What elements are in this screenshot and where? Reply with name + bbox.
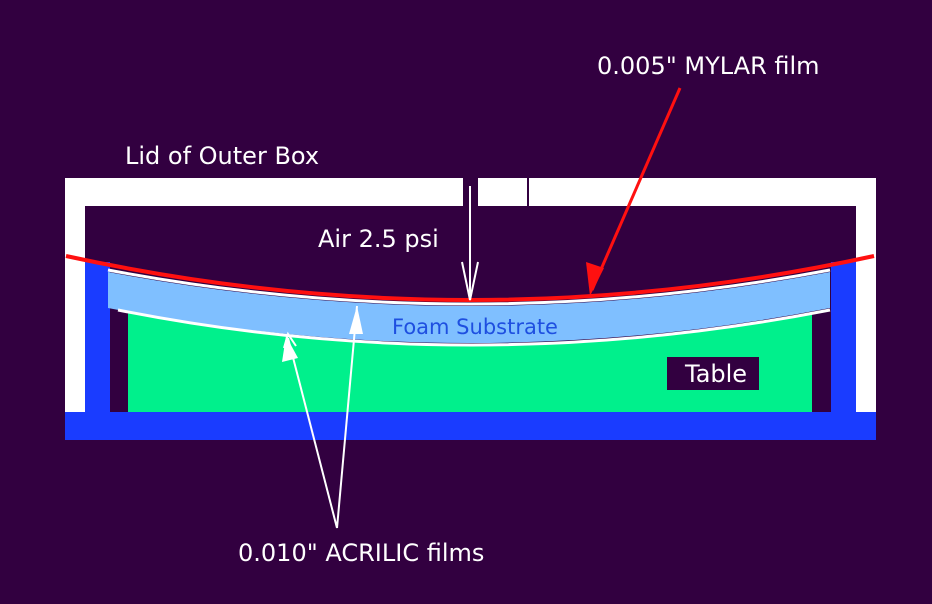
base-plate bbox=[65, 412, 876, 440]
outer-box-lid bbox=[65, 178, 876, 414]
mylar-pointer-arrow bbox=[586, 87, 682, 296]
base-frame bbox=[65, 262, 876, 440]
acrilic-film-top bbox=[107, 268, 831, 306]
air-pressure-label: Air 2.5 psi bbox=[318, 225, 439, 253]
lid-left-wall bbox=[65, 178, 85, 414]
lid-top-right bbox=[478, 178, 876, 206]
base-left-post bbox=[85, 262, 110, 414]
lid-right-wall bbox=[856, 178, 876, 414]
acrilic-film-bottom bbox=[117, 308, 831, 347]
lid-top-left bbox=[65, 178, 463, 206]
table-label-box bbox=[667, 357, 759, 390]
acrilic-pointer-arrows bbox=[282, 305, 363, 529]
air-inlet-arrow bbox=[461, 186, 479, 301]
foam-substrate bbox=[108, 272, 830, 343]
acrilic-films-label: 0.010" ACRILIC films bbox=[238, 539, 484, 567]
table-label: Table bbox=[684, 360, 747, 388]
table-body bbox=[128, 312, 812, 412]
lid-label: Lid of Outer Box bbox=[125, 142, 319, 170]
mylar-film-label: 0.005" MYLAR film bbox=[597, 52, 820, 80]
base-right-post bbox=[831, 262, 856, 414]
foam-substrate-label: Foam Substrate bbox=[392, 315, 558, 339]
